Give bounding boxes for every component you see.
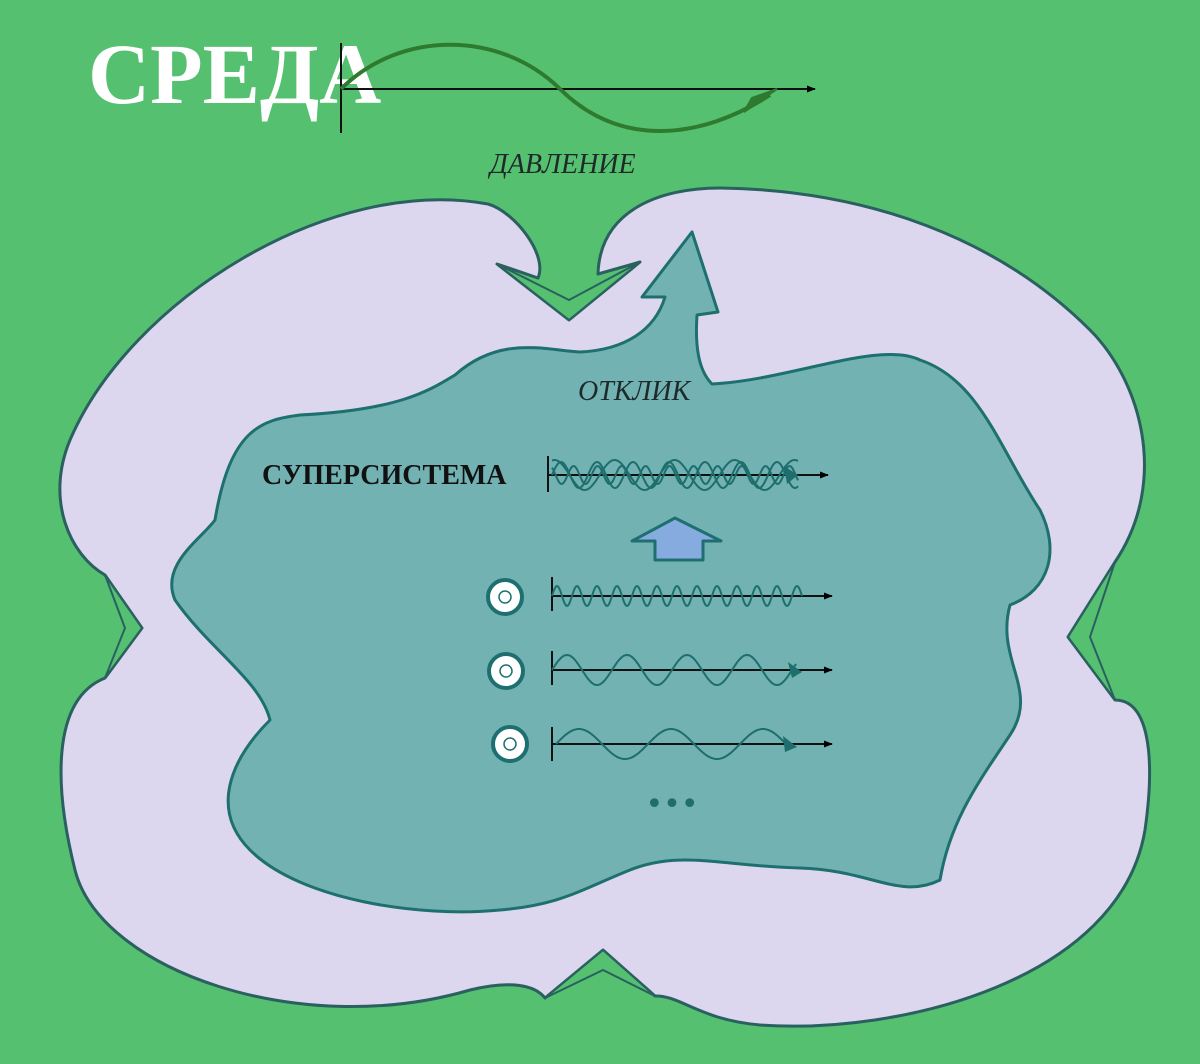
pressure-arrows — [104, 261, 1116, 999]
subsystem-2-wave-arrowhead — [788, 662, 802, 678]
response-label: ОТКЛИК — [578, 376, 692, 407]
pressure-wave-arrowhead — [743, 88, 778, 113]
pressure-label: ДАВЛЕНИЕ — [487, 149, 636, 180]
pressure-wave-graph — [339, 42, 816, 133]
subsystem-2-wave — [551, 653, 797, 687]
subsystem-1-wave — [551, 584, 803, 608]
supersystem-label: СУПЕРСИСТЕМА — [262, 460, 507, 491]
subsystem-3-icon — [491, 725, 529, 763]
subsystem-2-icon — [487, 652, 525, 690]
subsystem-3-wave — [555, 728, 791, 760]
subsystem-2-icon-core — [499, 664, 513, 678]
subsystem-3-icon-core — [503, 737, 517, 751]
supersystem-wave-3 — [551, 465, 799, 485]
pressure-arrow-top — [496, 261, 641, 322]
combine-arrow — [630, 516, 723, 562]
subsystem-row-2 — [487, 651, 833, 690]
pressure-arrow-bottom — [544, 948, 656, 999]
pressure-arrow-right — [1066, 561, 1116, 701]
supersystem-wave-1 — [551, 460, 799, 490]
pressure-arrow-left — [104, 574, 144, 679]
subsystem-3-wave-arrowhead — [783, 736, 797, 752]
more-subsystems-ellipsis: ••• — [645, 787, 698, 822]
environment-title: СРЕДА — [88, 26, 381, 122]
supersystem-wave-graph — [547, 456, 829, 492]
subsystem-row-1 — [486, 577, 833, 616]
supersystem-wave-2 — [551, 459, 799, 491]
pressure-wave — [339, 42, 772, 133]
subsystem-1-icon-core — [498, 590, 512, 604]
subsystem-row-3 — [491, 725, 833, 763]
supersystem-wave-arrowhead — [784, 466, 798, 484]
subsystem-1-icon — [486, 578, 524, 616]
